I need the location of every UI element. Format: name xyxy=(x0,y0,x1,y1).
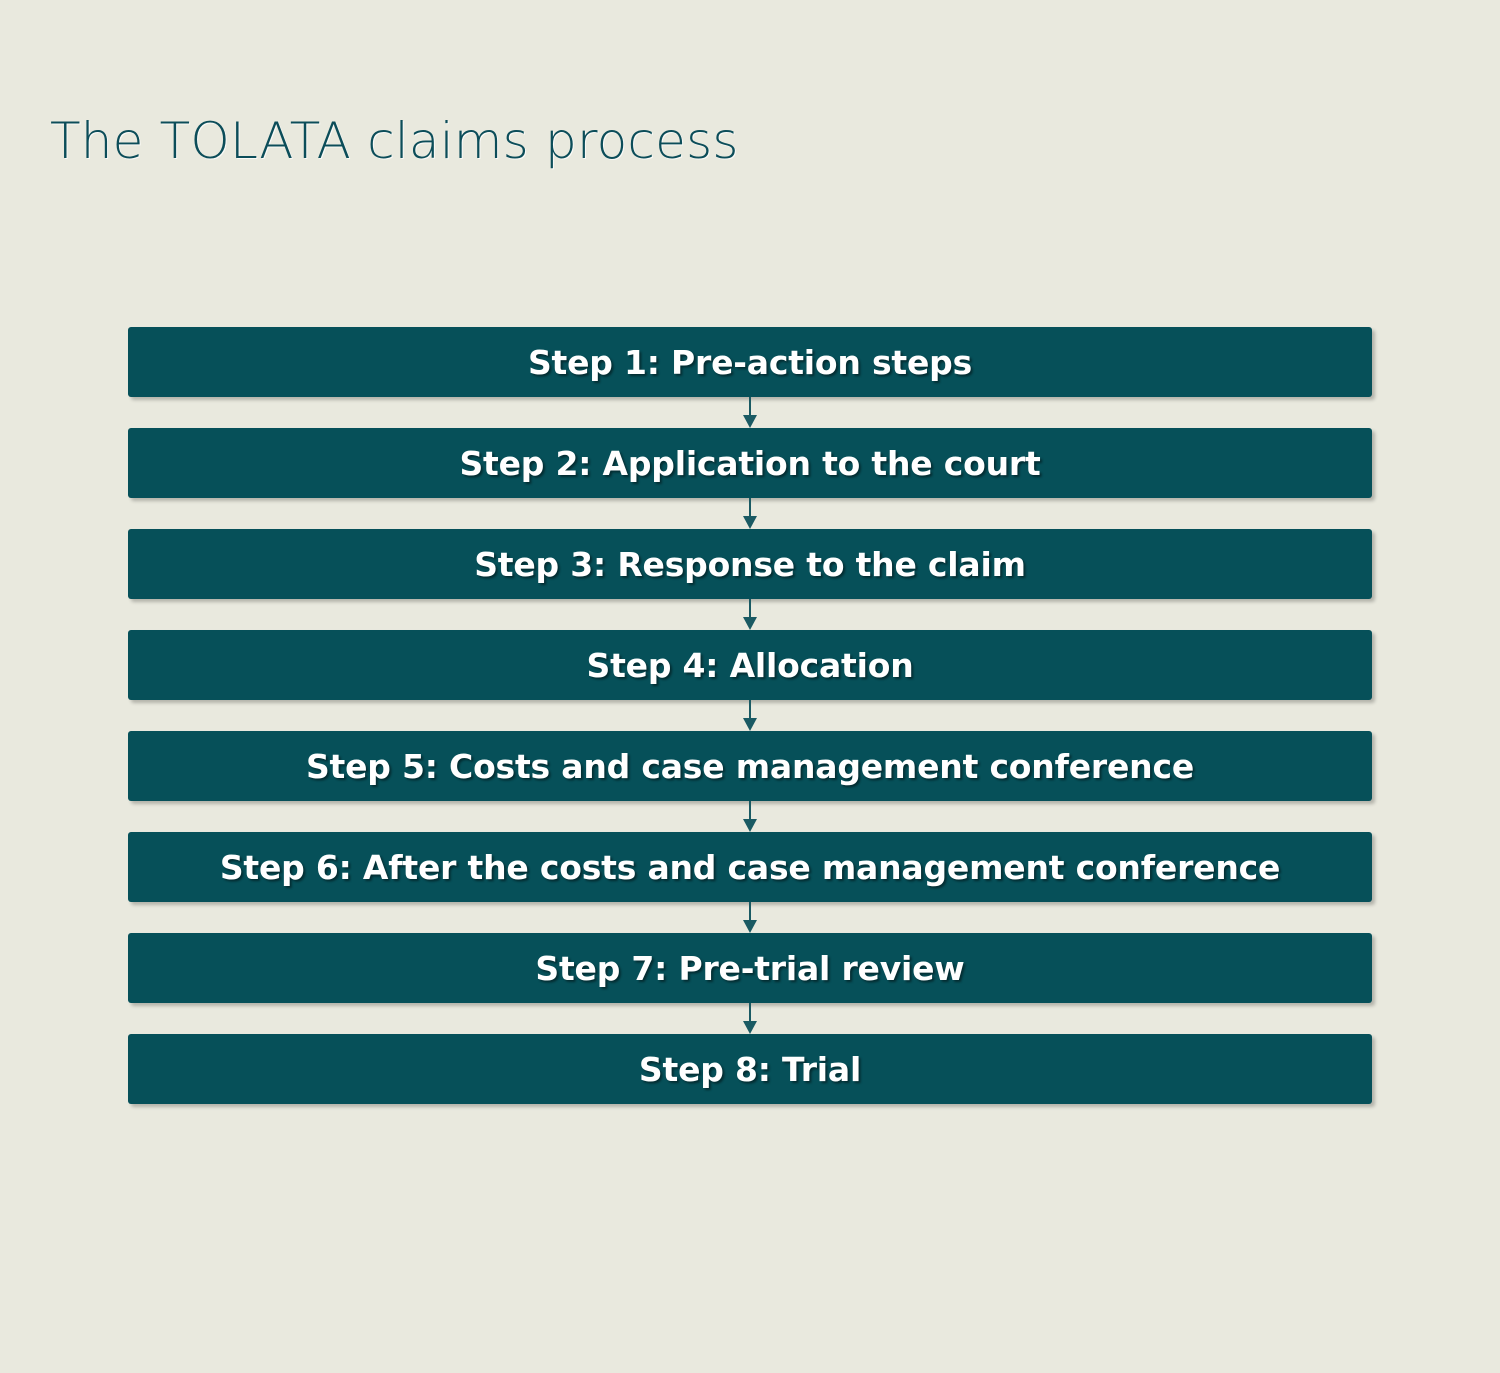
flow-step-2[interactable]: Step 2: Application to the court xyxy=(128,428,1372,498)
flow-step-4[interactable]: Step 4: Allocation xyxy=(128,630,1372,700)
down-arrow-icon xyxy=(743,700,757,731)
flow-step-8[interactable]: Step 8: Trial xyxy=(128,1034,1372,1104)
flow-connector-7-8 xyxy=(128,1003,1372,1034)
down-arrow-icon xyxy=(743,801,757,832)
flow-connector-2-3 xyxy=(128,498,1372,529)
flowchart: Step 1: Pre-action steps Step 2: Applica… xyxy=(128,327,1372,1104)
flow-step-label: Step 4: Allocation xyxy=(586,645,914,685)
flow-connector-6-7 xyxy=(128,902,1372,933)
down-arrow-icon xyxy=(743,902,757,933)
flow-step-1[interactable]: Step 1: Pre-action steps xyxy=(128,327,1372,397)
flow-step-label: Step 2: Application to the court xyxy=(459,443,1041,483)
flow-connector-1-2 xyxy=(128,397,1372,428)
flow-step-label: Step 6: After the costs and case managem… xyxy=(219,847,1281,887)
flow-step-3[interactable]: Step 3: Response to the claim xyxy=(128,529,1372,599)
flow-connector-5-6 xyxy=(128,801,1372,832)
down-arrow-icon xyxy=(743,498,757,529)
down-arrow-icon xyxy=(743,1003,757,1034)
flow-step-5[interactable]: Step 5: Costs and case management confer… xyxy=(128,731,1372,801)
flow-step-label: Step 3: Response to the claim xyxy=(474,544,1026,584)
flow-connector-3-4 xyxy=(128,599,1372,630)
down-arrow-icon xyxy=(743,599,757,630)
flow-step-label: Step 7: Pre-trial review xyxy=(535,948,965,988)
flow-step-label: Step 8: Trial xyxy=(638,1049,862,1089)
flow-step-7[interactable]: Step 7: Pre-trial review xyxy=(128,933,1372,1003)
flow-connector-4-5 xyxy=(128,700,1372,731)
down-arrow-icon xyxy=(743,397,757,428)
flow-step-6[interactable]: Step 6: After the costs and case managem… xyxy=(128,832,1372,902)
flow-step-label: Step 5: Costs and case management confer… xyxy=(305,746,1195,786)
page-title: The TOLATA claims process xyxy=(50,112,739,170)
flow-step-label: Step 1: Pre-action steps xyxy=(527,342,973,382)
